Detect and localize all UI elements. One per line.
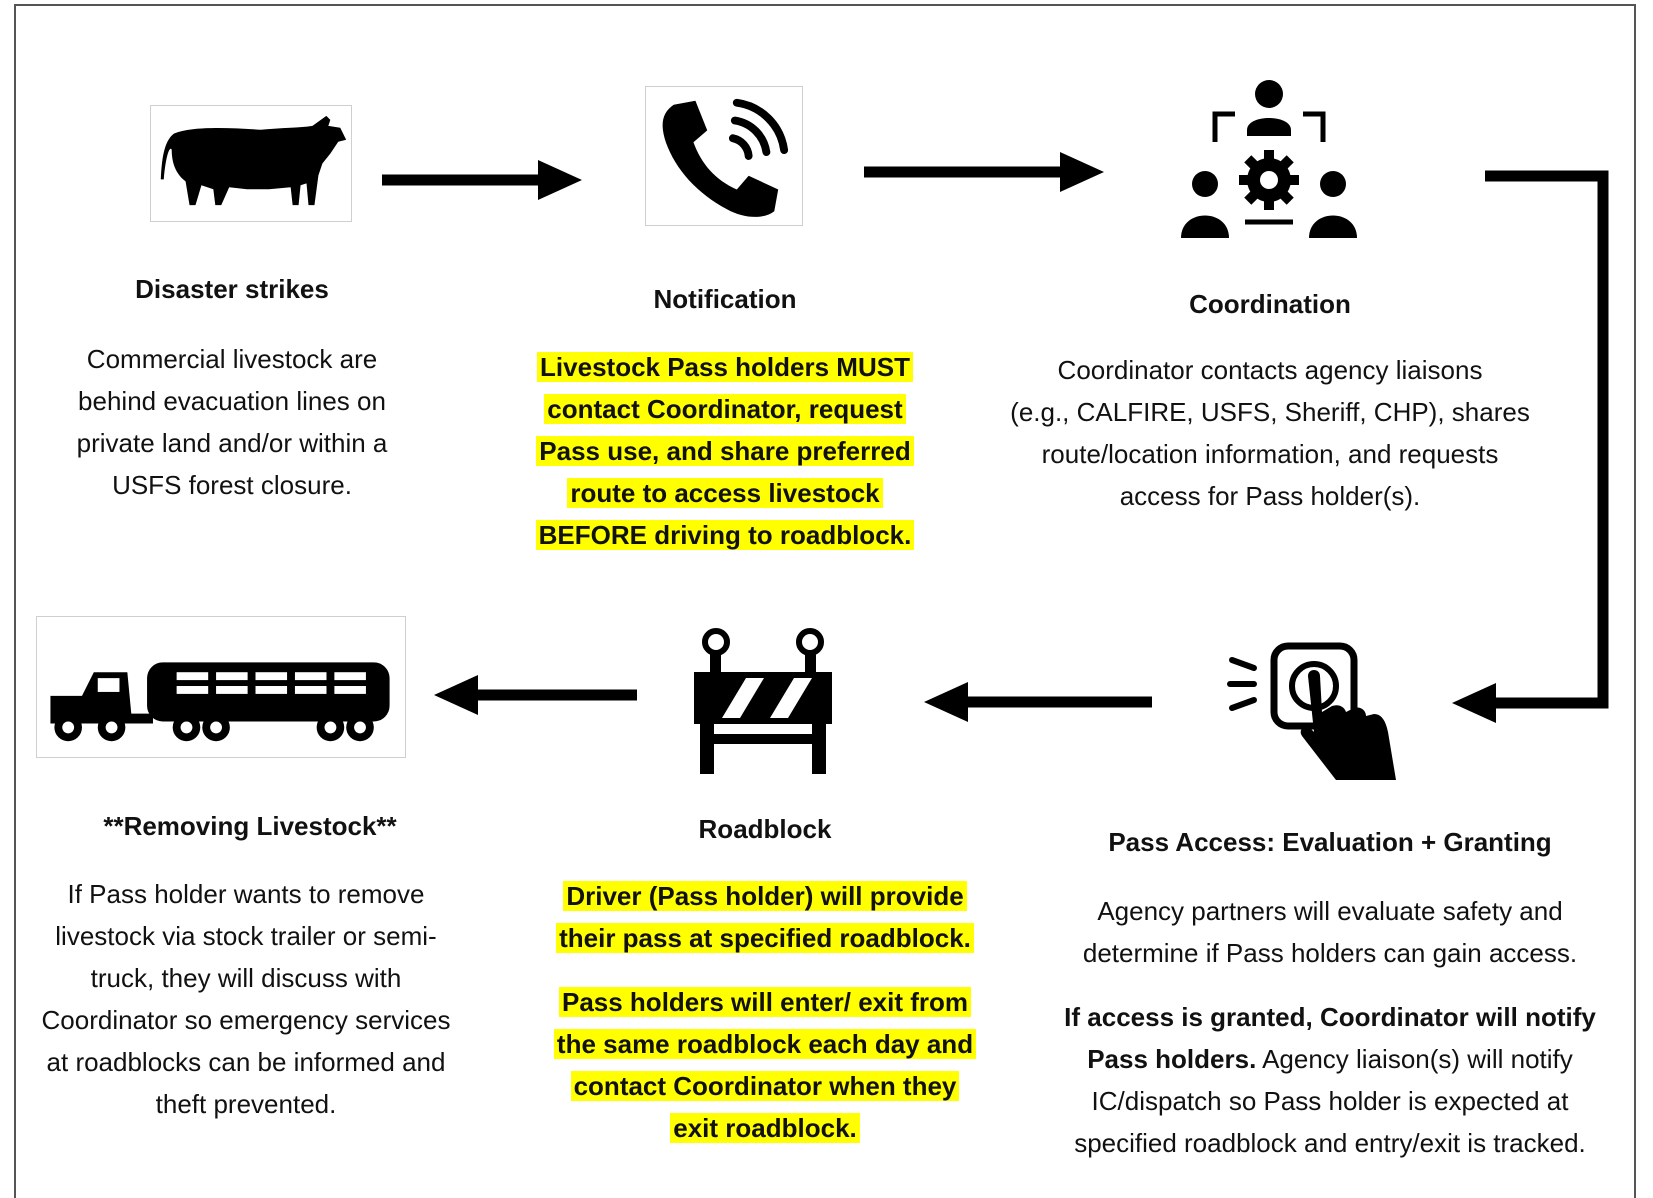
step-body-removing: If Pass holder wants to remove livestock… [16, 873, 476, 1125]
body-line: Coordinator contacts agency liaisons [1057, 355, 1483, 385]
body-line: Agency partners will evaluate safety and [1097, 896, 1563, 926]
body-line: USFS forest closure. [112, 470, 352, 500]
highlight-line: Pass use, and share preferred [536, 436, 914, 466]
body-line: If access is granted, Coordinator will n… [1040, 996, 1620, 1038]
body-line: livestock via stock trailer or semi- [55, 921, 437, 951]
bold-lead: Pass holders. [1087, 1044, 1257, 1074]
step-title-coordination: Coordination [1189, 289, 1351, 319]
step-body-roadblock: Driver (Pass holder) will provide their … [525, 875, 1005, 1149]
highlight-line: the same roadblock each day and [553, 1029, 977, 1059]
highlight-line: Pass holders will enter/ exit from [558, 987, 972, 1017]
body-line: at roadblocks can be informed and [46, 1047, 446, 1077]
highlight-line: their pass at specified roadblock. [556, 923, 974, 953]
touch-press-icon [1224, 640, 1404, 782]
highlight-line: Livestock Pass holders MUST [537, 352, 913, 382]
phone-ringing-icon [645, 86, 803, 226]
body-line: Coordinator so emergency services [41, 1005, 451, 1035]
body-line: determine if Pass holders can gain acces… [1082, 938, 1578, 968]
body-line: specified roadblock and entry/exit is tr… [1074, 1128, 1586, 1158]
diagram-frame [14, 4, 1636, 1198]
team-gear-icon [1175, 72, 1365, 242]
body-line: If Pass holder wants to remove [67, 879, 425, 909]
body-line: behind evacuation lines on [78, 386, 386, 416]
body-line: Commercial livestock are [86, 344, 378, 374]
body-line: truck, they will discuss with [90, 963, 402, 993]
body-line: private land and/or within a [76, 428, 388, 458]
step-title-roadblock: Roadblock [698, 814, 832, 844]
livestock-truck-icon [36, 616, 406, 758]
body-line: access for Pass holder(s). [1119, 481, 1421, 511]
highlight-line: route to access livestock [567, 478, 883, 508]
body-line: theft prevented. [155, 1089, 337, 1119]
step-title-pass-access: Pass Access: Evaluation + Granting [1108, 827, 1552, 857]
step-body-disaster: Commercial livestock are behind evacuati… [20, 338, 444, 506]
step-body-pass-access: Agency partners will evaluate safety and… [1040, 890, 1620, 1164]
body-line: Pass holders. Agency liaison(s) will not… [1040, 1038, 1620, 1080]
body-line: IC/dispatch so Pass holder is expected a… [1091, 1086, 1569, 1116]
barricade-icon [688, 626, 838, 776]
highlight-line: exit roadblock. [670, 1113, 860, 1143]
highlight-line: Driver (Pass holder) will provide [563, 881, 967, 911]
cow-icon [150, 105, 352, 222]
body-line: (e.g., CALFIRE, USFS, Sheriff, CHP), sha… [1010, 397, 1530, 427]
step-title-removing: **Removing Livestock** [103, 811, 397, 841]
step-body-notification: Livestock Pass holders MUST contact Coor… [505, 346, 945, 556]
body-text: Agency liaison(s) will notify [1256, 1044, 1573, 1074]
body-line: route/location information, and requests [1041, 439, 1499, 469]
step-body-coordination: Coordinator contacts agency liaisons (e.… [995, 349, 1545, 517]
step-title-disaster: Disaster strikes [135, 274, 329, 304]
bold-lead: If access is granted, Coordinator will n… [1064, 1002, 1596, 1032]
highlight-line: BEFORE driving to roadblock. [535, 520, 915, 550]
highlight-line: contact Coordinator when they [570, 1071, 960, 1101]
step-title-notification: Notification [653, 284, 797, 314]
highlight-line: contact Coordinator, request [544, 394, 906, 424]
